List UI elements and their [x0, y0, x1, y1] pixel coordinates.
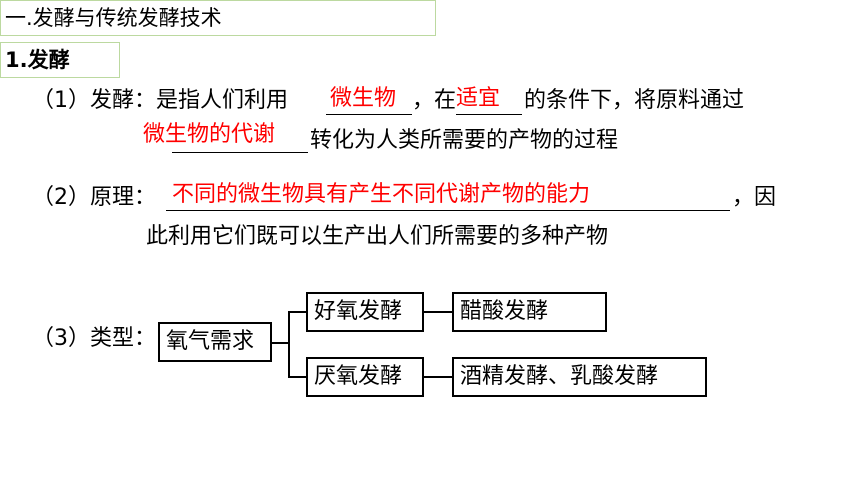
connector-bottom [288, 376, 306, 378]
item1-prefix: （1）发酵：是指人们利用 [32, 88, 288, 113]
anaerobic-box: 厌氧发酵 [306, 357, 424, 397]
item1-blank1 [326, 114, 412, 115]
item3-prefix: （3）类型： [32, 326, 156, 351]
connector-vertical [288, 311, 290, 376]
item2-answer: 不同的微生物具有产生不同代谢产物的能力 [172, 182, 591, 207]
item1-blank3 [172, 152, 308, 153]
connector-aerobic [424, 311, 452, 313]
item2-prefix: （2）原理： [32, 185, 156, 210]
connector-anaerobic [424, 376, 452, 378]
item1-line2: 转化为人类所需要的产物的过程 [310, 128, 619, 153]
item1-answer3: 微生物的代谢 [143, 122, 276, 147]
connector-top [288, 311, 306, 313]
aerobic-example-box: 醋酸发酵 [452, 292, 607, 332]
connector-root [272, 342, 288, 344]
item1-answer2: 适宜 [456, 86, 501, 111]
section-title: 1.发酵 [0, 42, 120, 78]
item1-suffix: 的条件下，将原料通过 [524, 88, 745, 113]
aerobic-box: 好氧发酵 [306, 292, 424, 332]
item1-blank2 [456, 114, 522, 115]
item2-line2: 此利用它们既可以生产出人们所需要的多种产物 [146, 224, 609, 249]
item1-mid: ，在 [412, 88, 457, 113]
anaerobic-example-box: 酒精发酵、乳酸发酵 [452, 357, 707, 397]
oxygen-demand-box: 氧气需求 [158, 322, 272, 362]
item2-suffix: ，因 [732, 185, 777, 210]
header-title: 一.发酵与传统发酵技术 [0, 0, 436, 36]
item1-answer1: 微生物 [330, 86, 397, 111]
item2-blank [166, 210, 730, 211]
